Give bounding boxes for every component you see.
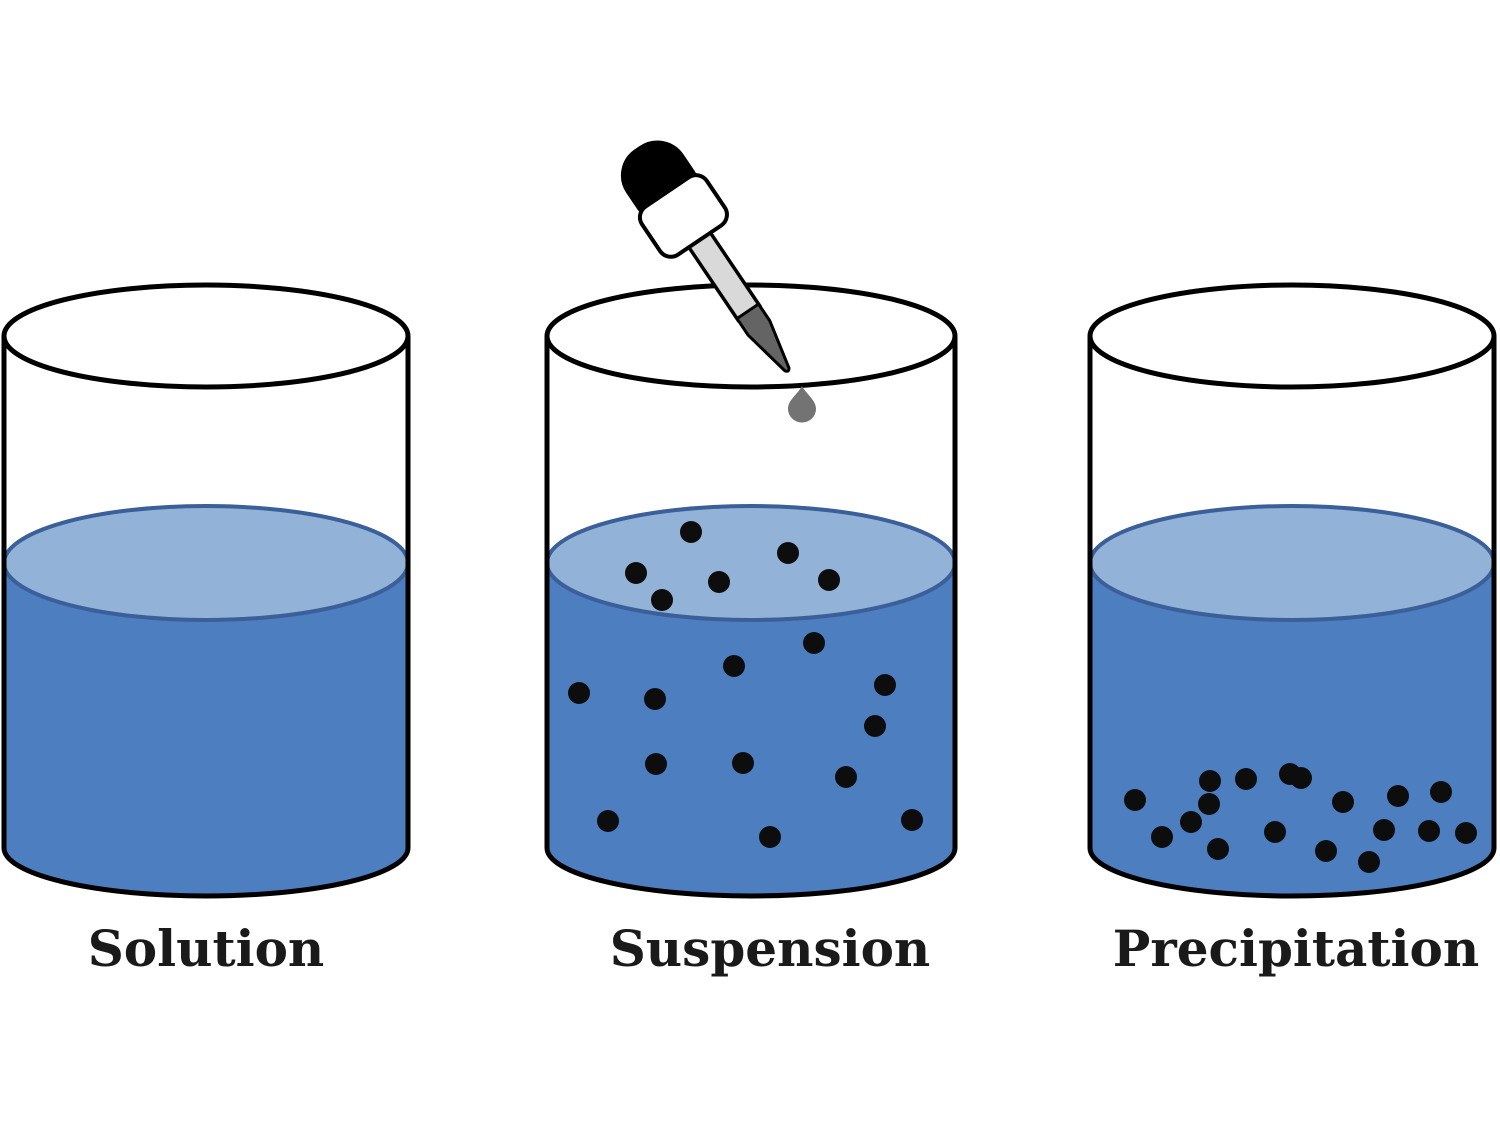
particle-dot <box>1151 826 1173 848</box>
particle-dot <box>644 688 666 710</box>
liquid-surface <box>545 504 957 622</box>
particle-dot <box>1124 789 1146 811</box>
particle-dot <box>1235 768 1257 790</box>
liquid-drop-icon <box>788 386 816 423</box>
particle-dot <box>1264 821 1286 843</box>
beaker-solution: Solution <box>1 282 411 978</box>
particle-dot <box>708 571 730 593</box>
particle-dot <box>1418 820 1440 842</box>
particle-dot <box>864 715 886 737</box>
beaker-body-outline <box>1 336 411 899</box>
particle-dot <box>835 766 857 788</box>
particle-dot <box>625 562 647 584</box>
beaker-label-precipitation: Precipitation <box>1113 919 1479 978</box>
beaker-rim <box>544 282 958 390</box>
particle-dot <box>645 753 667 775</box>
particle-dot <box>680 521 702 543</box>
beaker-rim <box>1087 282 1497 390</box>
particles-suspension <box>568 521 923 848</box>
particle-dot <box>1315 840 1337 862</box>
particle-dot <box>803 632 825 654</box>
particle-dot <box>818 569 840 591</box>
beaker-precipitation: Precipitation <box>1087 282 1497 978</box>
liquid-surface <box>2 504 410 622</box>
particles-precipitation <box>1124 763 1477 873</box>
particle-dot <box>1180 811 1202 833</box>
dropper-tip <box>734 301 791 373</box>
particle-dot <box>1358 851 1380 873</box>
liquid-surface <box>1088 504 1496 622</box>
particle-dot <box>1387 785 1409 807</box>
beaker-body-outline <box>1087 336 1497 899</box>
particle-dot <box>1455 822 1477 844</box>
particle-dot <box>732 752 754 774</box>
beaker-rim <box>1 282 411 390</box>
particle-dot <box>1332 791 1354 813</box>
particle-dot <box>651 589 673 611</box>
beaker-label-solution: Solution <box>88 919 325 978</box>
beaker-body-outline <box>544 336 958 899</box>
particle-dot <box>1198 793 1220 815</box>
particle-dot <box>1207 838 1229 860</box>
particle-dot <box>874 674 896 696</box>
particle-dot <box>597 810 619 832</box>
particle-dot <box>723 655 745 677</box>
liquid-body <box>4 563 408 896</box>
particle-dot <box>1373 819 1395 841</box>
particle-dot <box>1199 770 1221 792</box>
dropper-collar <box>637 173 729 259</box>
particle-dot <box>568 682 590 704</box>
particle-dot <box>777 542 799 564</box>
liquid-body <box>547 563 955 896</box>
beaker-suspension: Suspension <box>544 282 958 978</box>
particle-dot <box>759 826 781 848</box>
particle-dot <box>1290 767 1312 789</box>
dropper-icon <box>620 140 791 373</box>
particle-dot <box>1430 781 1452 803</box>
particle-dot <box>901 809 923 831</box>
beaker-label-suspension: Suspension <box>610 919 931 978</box>
